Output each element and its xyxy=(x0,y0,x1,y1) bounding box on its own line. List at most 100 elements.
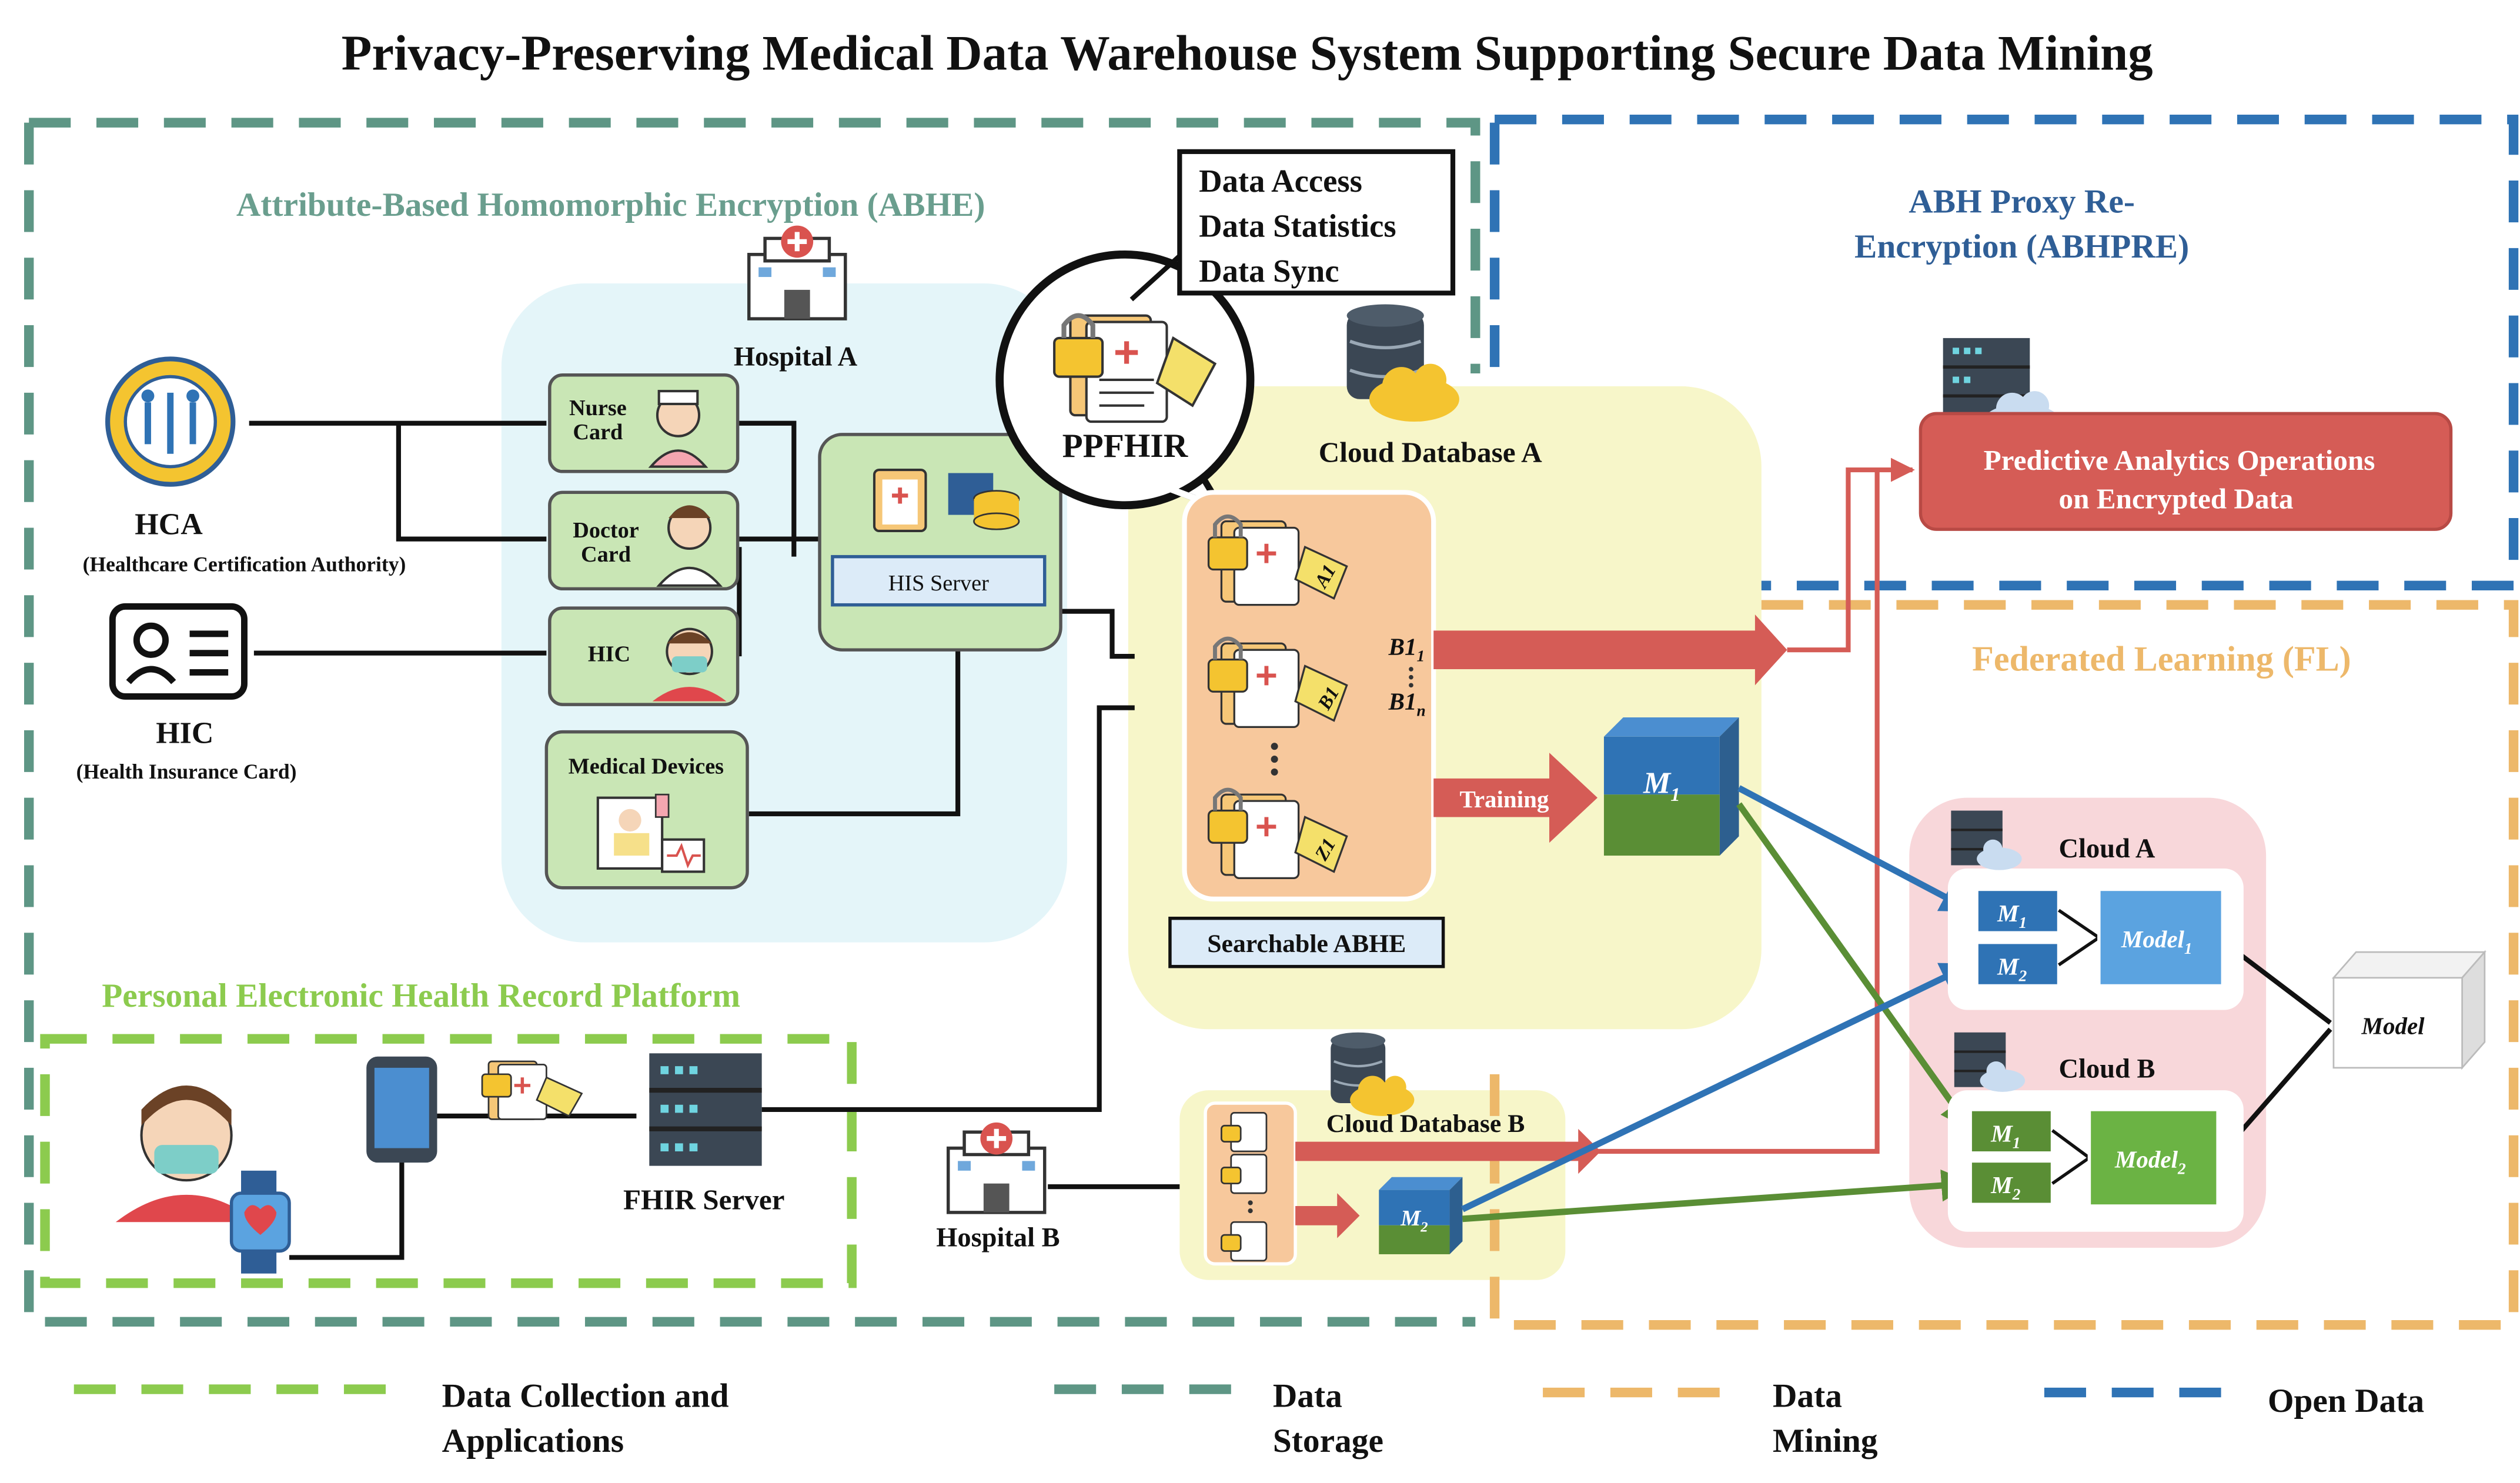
encrypted-record-b1-icon xyxy=(1207,636,1348,729)
legend-mining-line1: Data xyxy=(1773,1378,1842,1415)
b1-range-dots xyxy=(1409,667,1413,688)
encrypted-record-icon xyxy=(1053,313,1217,423)
fl-cloud-a-label: Cloud A xyxy=(2059,834,2155,864)
doctor-icon xyxy=(656,505,723,587)
hospital-a-label: Hospital A xyxy=(734,342,858,372)
model-m1-label: M1 xyxy=(1643,766,1680,806)
nurse-icon xyxy=(648,390,708,468)
abhpre-label-line2: Encryption (ABHPRE) xyxy=(1854,228,2189,265)
fl-label: Federated Learning (FL) xyxy=(1972,640,2351,679)
m2-distribution-arrows xyxy=(1461,962,1974,1223)
predictive-analytics-line2: on Encrypted Data xyxy=(2059,483,2294,515)
abhpre-label-line1: ABH Proxy Re- xyxy=(1909,183,2135,221)
his-server-label: HIS Server xyxy=(888,571,989,596)
training-arrow xyxy=(1433,753,1598,843)
legend-collection-line1: Data Collection and xyxy=(442,1378,729,1415)
fl-cloud-a-m1-box xyxy=(1975,887,2061,935)
his-server-label-box xyxy=(831,555,1047,607)
fl-cloud-a-server-icon xyxy=(1951,810,2022,870)
predictive-analytics-box xyxy=(1919,412,2453,531)
fl-cloud-b-server-icon xyxy=(1954,1032,2026,1092)
doctor-card-line2: Card xyxy=(581,542,631,567)
medical-device-icon xyxy=(596,793,706,873)
fl-cloud-b-m1-box xyxy=(1968,1108,2054,1155)
smartphone-icon xyxy=(366,1056,437,1163)
smartwatch-icon xyxy=(229,1170,291,1274)
m1-distribution-arrows xyxy=(1736,785,1974,1132)
legend-storage-line2: Storage xyxy=(1273,1422,1383,1459)
fl-cloud-a-m2-label: M2 xyxy=(1997,953,2027,984)
b1-last-label: B1n xyxy=(1388,687,1426,719)
hca-label: HCA xyxy=(135,507,203,541)
hic-full-label: (Health Insurance Card) xyxy=(76,760,297,783)
clipboard-icon xyxy=(873,469,927,532)
fhir-server-label: FHIR Server xyxy=(623,1183,785,1215)
fl-cloud-b-m1-label: M1 xyxy=(1990,1120,2020,1152)
fl-cloud-b-model-box xyxy=(2087,1108,2220,1208)
fl-cloud-b-m2-label: M2 xyxy=(1990,1171,2020,1203)
nurse-card-line2: Card xyxy=(573,420,623,445)
legend-collection-line2: Applications xyxy=(442,1422,624,1459)
patient-with-mask-icon xyxy=(115,1085,258,1223)
cloud-database-a-label: Cloud Database A xyxy=(1319,436,1542,468)
ppfhir-action-data-access: Data Access xyxy=(1199,163,1362,199)
fl-cloud-a-model-label: Model1 xyxy=(2121,926,2193,957)
legend-storage-line1: Data xyxy=(1273,1378,1342,1415)
red-flow-lines xyxy=(1581,457,1915,1154)
fl-cloud-b-label: Cloud B xyxy=(2059,1054,2155,1084)
ppfhir-actions-box xyxy=(1177,149,1456,296)
model-m2-label: M2 xyxy=(1400,1206,1428,1235)
collection-region-border xyxy=(40,1034,857,1288)
pehr-label: Personal Electronic Health Record Platfo… xyxy=(102,977,740,1014)
nurse-card-line1: Nurse xyxy=(569,396,627,420)
records-to-analytics-arrow xyxy=(1433,614,1787,686)
his-server-box xyxy=(818,433,1062,652)
encrypted-record-a1-icon xyxy=(1207,514,1348,606)
training-label: Training xyxy=(1460,786,1549,813)
storage-region-border xyxy=(24,118,1480,1327)
encrypted-record-z1-icon xyxy=(1207,787,1348,879)
fl-cloud-b-model-label: Model2 xyxy=(2114,1145,2186,1177)
model-m1-cube xyxy=(1603,717,1739,856)
cloud-b-training-arrow xyxy=(1295,1193,1360,1238)
fl-cloud-a-m1-label: M1 xyxy=(1997,900,2027,931)
ppfhir-action-data-statistics: Data Statistics xyxy=(1199,208,1396,244)
global-model-label: Model xyxy=(2361,1012,2425,1039)
record-ellipsis-dots xyxy=(1271,743,1278,776)
cloud-database-a-icon xyxy=(1346,304,1459,422)
patient-masked-icon xyxy=(652,627,727,702)
hca-logo xyxy=(105,356,236,487)
fhir-server-icon xyxy=(649,1053,762,1166)
database-stack-icon xyxy=(948,473,1020,530)
b1-first-label: B11 xyxy=(1388,633,1425,664)
cloud-b-analytics-arrow xyxy=(1295,1128,1601,1174)
cloud-b-record-icons xyxy=(1221,1112,1268,1262)
mining-region-border xyxy=(1489,600,2519,1330)
ppfhir-label: PPFHIR xyxy=(1062,427,1188,465)
hospital-b-label: Hospital B xyxy=(936,1223,1060,1252)
diagram-title: Privacy-Preserving Medical Data Warehous… xyxy=(342,25,2153,81)
legend-mining-line2: Mining xyxy=(1773,1422,1878,1459)
predictive-analytics-line1: Predictive Analytics Operations xyxy=(1984,444,2375,476)
legend-open-label: Open Data xyxy=(2268,1382,2424,1419)
fl-cloud-a-model-box xyxy=(2097,887,2225,988)
medical-devices-label: Medical Devices xyxy=(569,754,724,779)
searchable-abhe-box xyxy=(1168,916,1445,968)
abhe-label: Attribute-Based Homomorphic Encryption (… xyxy=(236,186,985,223)
id-card-icon xyxy=(109,603,248,700)
cloud-database-b-icon xyxy=(1331,1032,1415,1116)
hca-full-label: (Healthcare Certification Authority) xyxy=(83,552,406,576)
model-m2-cube xyxy=(1379,1177,1463,1254)
global-model-cube xyxy=(2331,950,2486,1070)
ppfhir-action-data-sync: Data Sync xyxy=(1199,253,1339,289)
cloud-database-b-label: Cloud Database B xyxy=(1326,1110,1525,1138)
hospital-a-icon xyxy=(747,225,847,320)
hic-card-text: HIC xyxy=(588,642,630,666)
searchable-abhe-label: Searchable ABHE xyxy=(1207,930,1406,958)
encrypted-record-small-icon xyxy=(481,1060,583,1120)
hospital-b-icon xyxy=(946,1122,1047,1214)
doctor-card-line1: Doctor xyxy=(573,518,639,543)
hic-label: HIC xyxy=(156,717,213,750)
